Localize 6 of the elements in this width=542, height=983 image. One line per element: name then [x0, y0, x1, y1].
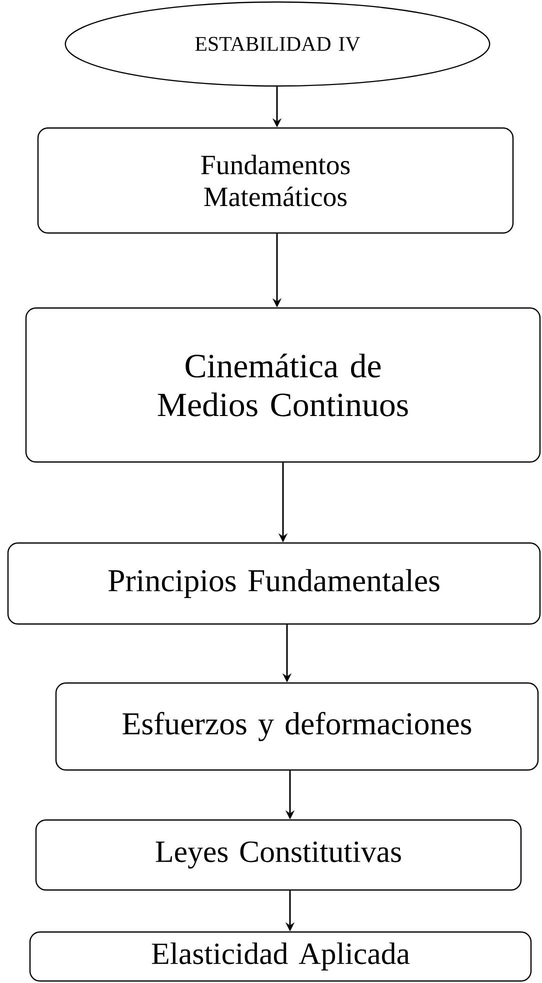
process-box: Principios Fundamentales [7, 542, 541, 625]
process-box: Cinemática de Medios Continuos [25, 307, 541, 463]
process-box: Esfuerzos y deformaciones [55, 682, 539, 771]
process-box: Fundamentos Matemáticos [37, 127, 514, 234]
process-box: Elasticidad Aplicada [29, 931, 532, 982]
process-box: Leyes Constitutivas [35, 819, 522, 891]
